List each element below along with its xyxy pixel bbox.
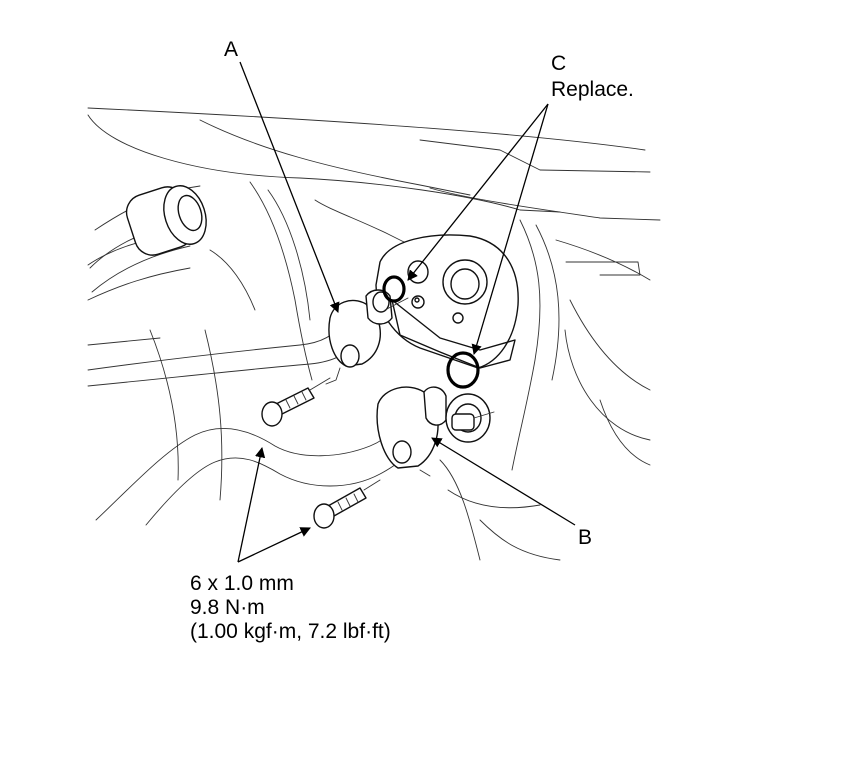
background-pipe-left [89,185,207,293]
label-a: A [224,38,238,61]
o-ring-lower [446,351,480,389]
suction-line-a [87,289,409,387]
leader-bolt-upper [237,446,266,563]
bolt-lower [313,479,381,529]
leader-c-lower [471,103,549,355]
leader-bolt-lower [237,527,311,563]
leader-a [239,61,340,313]
bolt-upper [261,377,331,427]
leader-lines [237,61,576,563]
leader-c-upper [407,103,549,281]
label-c-note: Replace. [551,78,634,101]
spec-alt: (1.00 kgf·m, 7.2 lbf·ft) [190,620,391,643]
spec-size: 6 x 1.0 mm [190,572,294,595]
background-body-outline [87,107,661,561]
label-c: C [551,52,566,75]
leader-b [431,437,576,526]
receiver-plate [375,234,519,369]
label-b: B [578,526,592,549]
stud-nut [445,393,495,443]
o-ring-upper [382,275,406,303]
spec-torque: 9.8 N·m [190,596,265,619]
